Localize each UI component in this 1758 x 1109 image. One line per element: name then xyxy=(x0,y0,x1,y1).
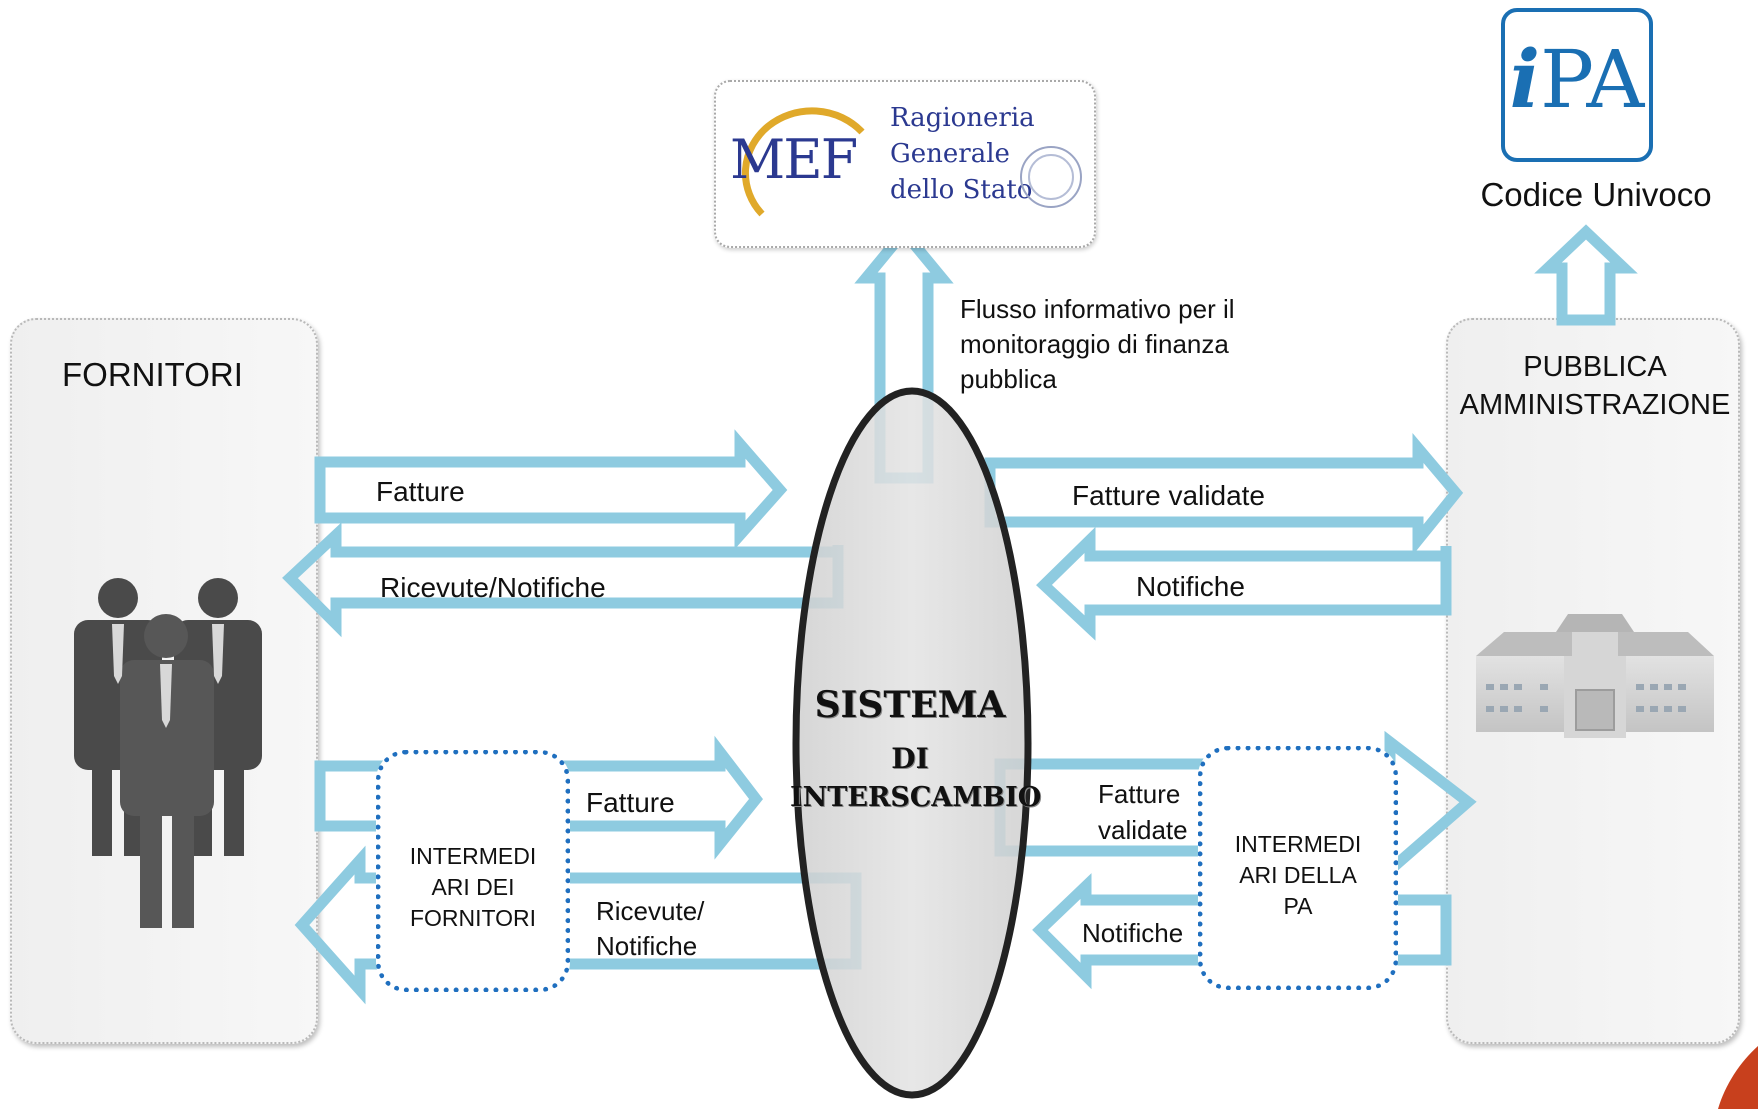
intermediari-fornitori-line-1: INTERMEDI xyxy=(409,843,537,869)
sdi-line-2: DI xyxy=(891,742,929,775)
notifiche-top-label: Notifiche xyxy=(1136,571,1245,602)
fatture-validate-bottom-line-2: validate xyxy=(1098,815,1188,845)
monitoraggio-line-2: monitoraggio di finanza xyxy=(960,329,1229,359)
ricevute-bottom-label: Ricevute/ Notifiche xyxy=(596,894,704,964)
ricevute-top-label: Ricevute/Notifiche xyxy=(380,572,606,603)
intermediari-pa-line-1: INTERMEDI xyxy=(1234,831,1362,857)
fatture-validate-bottom-label: Fatture validate xyxy=(1098,776,1188,848)
notifiche-bottom-label: Notifiche xyxy=(1082,918,1184,948)
mef-subtitle-line-2: Generale xyxy=(890,139,1010,169)
arrow-ricevute-bottom xyxy=(294,845,862,1005)
building-icon xyxy=(1476,614,1714,738)
intermediari-pa-label: INTERMEDI ARI DELLA PA xyxy=(1203,829,1393,922)
fatture-validate-top-label: Fatture validate xyxy=(1072,480,1265,511)
fatture-bottom-label: Fatture xyxy=(586,787,675,818)
pa-title: PUBBLICA AMMINISTRAZIONE xyxy=(1440,348,1750,424)
mef-subtitle-line-3: dello Stato xyxy=(890,175,1033,205)
intermediari-pa-line-3: PA xyxy=(1283,893,1313,919)
mef-word: MEF xyxy=(730,128,858,191)
ipa-logo: iPA xyxy=(1501,8,1653,162)
arrow-ricevute-top xyxy=(282,522,844,638)
mef-arc-icon xyxy=(741,107,865,217)
mef-subtitle-line-1: Ragioneria xyxy=(890,103,1035,133)
intermediari-fornitori-label: INTERMEDI ARI DEI FORNITORI xyxy=(381,841,565,934)
intermediari-fornitori-box: INTERMEDI ARI DEI FORNITORI xyxy=(376,750,570,992)
ipa-word: iPA xyxy=(1509,32,1645,126)
fornitori-title: FORNITORI xyxy=(62,356,243,393)
sdi-ellipse xyxy=(792,387,1032,1099)
mef-subtitle: Ragioneria Generale dello Stato xyxy=(890,100,1035,208)
intermediari-pa-line-2: ARI DELLA xyxy=(1239,862,1357,888)
arrow-fatture-validate-top xyxy=(984,432,1464,556)
sdi-line-1: SISTEMA xyxy=(814,684,1006,726)
ricevute-bottom-line-2: Notifiche xyxy=(596,931,698,961)
codice-univoco-label: Codice Univoco xyxy=(1480,176,1712,213)
fatture-top-label: Fatture xyxy=(376,476,465,507)
intermediari-fornitori-line-2: ARI DEI xyxy=(431,874,515,900)
arrow-fatture-top xyxy=(314,429,788,550)
sdi-line-3: INTERSCAMBIO xyxy=(790,782,1042,813)
fatture-validate-bottom-line-1: Fatture xyxy=(1098,779,1181,809)
intermediari-pa-box: INTERMEDI ARI DELLA PA xyxy=(1198,746,1398,990)
ricevute-bottom-line-1: Ricevute/ xyxy=(596,896,705,926)
arrow-notifiche-top xyxy=(1036,526,1452,641)
mef-logo: MEF Ragioneria Generale dello Stato xyxy=(714,80,1096,248)
monitoraggio-line-1: Flusso informativo per il xyxy=(960,294,1235,324)
pa-title-line-2: AMMINISTRAZIONE xyxy=(1459,389,1731,421)
intermediari-fornitori-line-3: FORNITORI xyxy=(409,905,537,931)
people-icon xyxy=(74,578,262,928)
monitoraggio-line-3: pubblica xyxy=(960,364,1057,394)
corner-accent xyxy=(1718,1046,1758,1109)
pa-title-line-1: PUBBLICA xyxy=(1523,351,1667,383)
emblem-icon xyxy=(1020,146,1082,208)
monitoraggio-label: Flusso informativo per il monitoraggio d… xyxy=(960,292,1235,397)
arrow-codice-univoco xyxy=(1534,224,1638,326)
